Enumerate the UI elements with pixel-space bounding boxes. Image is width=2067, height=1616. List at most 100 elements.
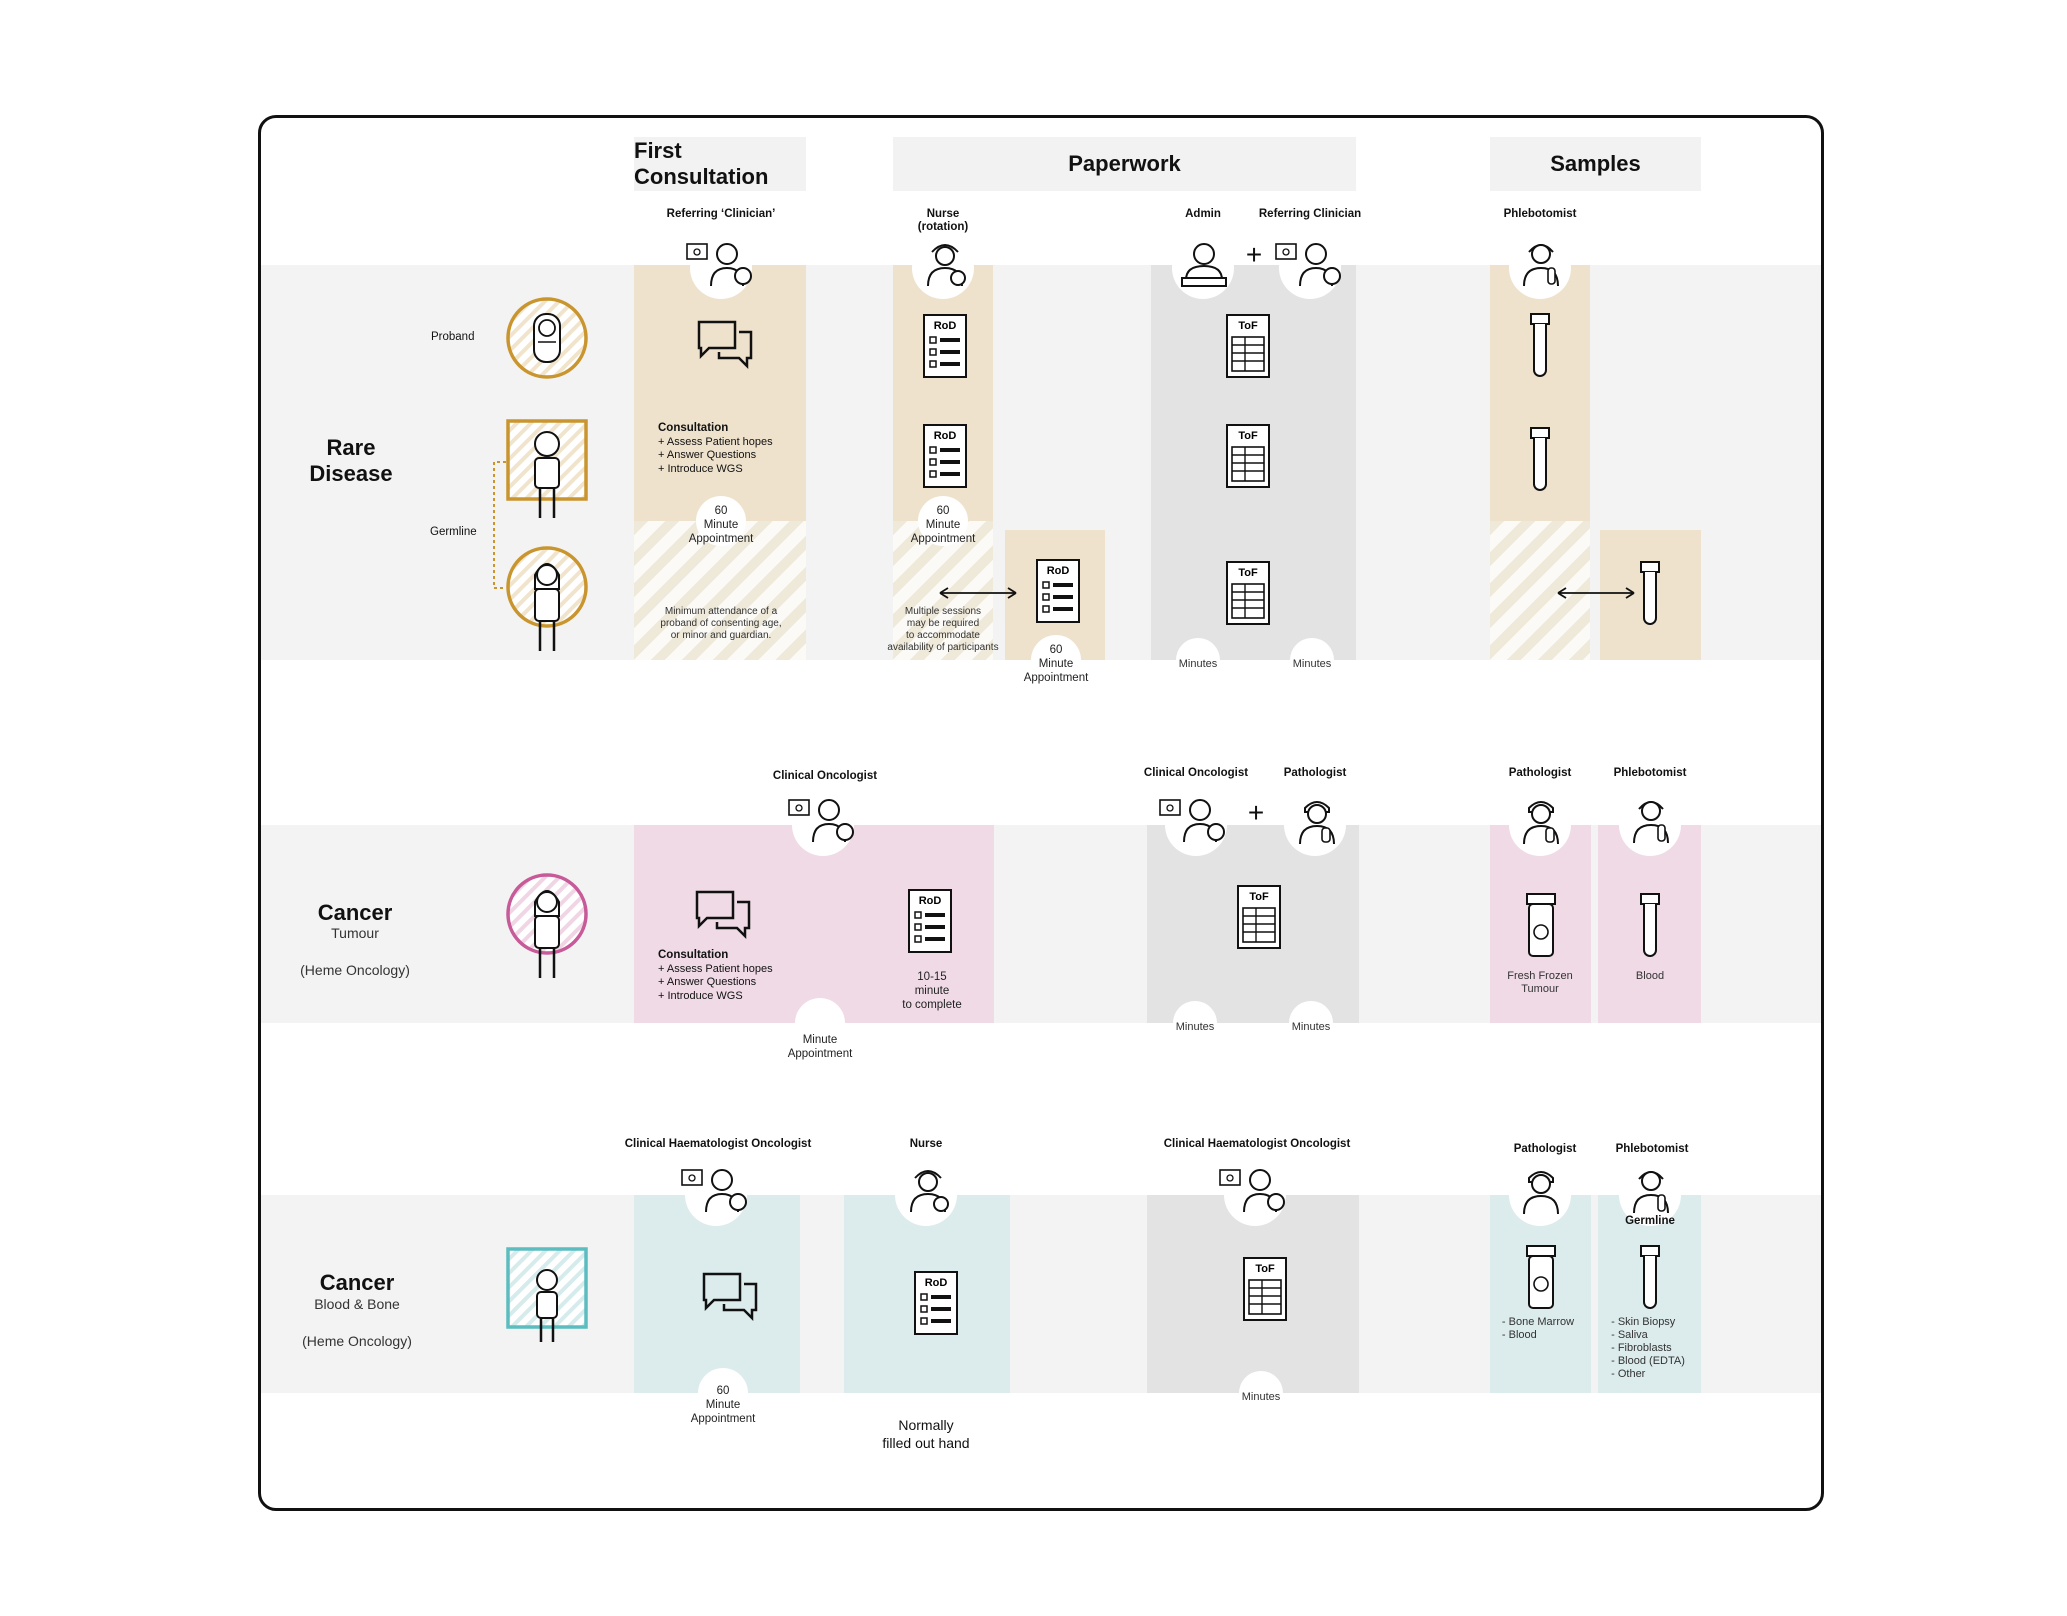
rod-label: RoD [919, 895, 942, 907]
ct-consultation-text: Consultation + Assess Patient hopes + An… [658, 949, 773, 1003]
person-clinician-icon [788, 799, 854, 843]
ct-role-pathologist-2: Pathologist [1508, 767, 1572, 779]
ct-consultation-item: + Assess Patient hopes [658, 962, 773, 975]
chat-bubble-icon [697, 320, 753, 370]
person-clinician-icon [1159, 799, 1225, 843]
rd-consultation-item: + Assess Patient hopes [658, 435, 773, 448]
phlebotomist-icon [1523, 244, 1559, 287]
person-clinician-icon [681, 1169, 747, 1213]
cb-germline-label: Germline [1625, 1215, 1675, 1227]
cb-minutes-marker [1239, 1371, 1283, 1415]
ct-appt-marker [795, 998, 845, 1048]
cb-sample-marrow: - Bone Marrow - Blood [1501, 1316, 1575, 1341]
ct-row-subtitle: Tumour [331, 925, 379, 941]
rd-minutes-b-marker [1290, 638, 1334, 682]
ct-consultation-item: + Introduce WGS [658, 989, 743, 1002]
rd-consultation-item: + Answer Questions [658, 449, 757, 461]
marrow-container-icon [1526, 1245, 1556, 1309]
rd-role-nurse: Nurse (rotation) [917, 208, 969, 233]
form-rod-icon: RoD [914, 1271, 958, 1335]
form-tof-icon: ToF [1226, 561, 1270, 625]
rd-attendance-note: Minimum attendance of a proband of conse… [660, 606, 782, 641]
woman-icon [506, 546, 588, 651]
form-tof-icon: ToF [1243, 1257, 1287, 1321]
diagram-frame [258, 115, 1824, 1511]
rod-label: RoD [934, 320, 957, 332]
ct-role-clinical-oncologist-2: Clinical Oncologist [1143, 767, 1249, 779]
ct-minutes-b: Minutes [1291, 1021, 1331, 1033]
phlebotomist-icon [1633, 1171, 1669, 1214]
cb-role-haem-oncologist-2: Clinical Haematologist Oncologist [1163, 1138, 1351, 1150]
child-icon [506, 1247, 588, 1342]
cb-appt: 60 Minute Appointment [690, 1385, 756, 1425]
rd-proband-label: Proband [431, 331, 475, 343]
form-rod-icon: RoD [1036, 559, 1080, 623]
rd-minutes-a-marker [1176, 638, 1220, 682]
ct-sample-tumour: Fresh Frozen Tumour [1507, 970, 1573, 995]
chat-bubble-icon [695, 890, 751, 940]
person-clinician-icon [1219, 1169, 1285, 1213]
rd-appt2: 60 Minute Appointment [910, 505, 976, 545]
cb-role-nurse: Nurse [909, 1138, 943, 1150]
baby-icon [506, 297, 588, 379]
rd-plus: + [1245, 239, 1263, 270]
cb-row-subtitle: Blood & Bone [314, 1296, 400, 1312]
rd-appt1-marker [696, 496, 746, 546]
nurse-icon [927, 244, 966, 287]
form-rod-icon: RoD [923, 314, 967, 378]
ct-role-phlebotomist: Phlebotomist [1613, 767, 1687, 779]
form-rod-icon: RoD [908, 889, 952, 953]
pathologist-icon [1299, 801, 1335, 845]
rd-consult-col [634, 265, 806, 521]
cb-row-title: Cancer [319, 1270, 395, 1295]
form-tof-icon: ToF [1226, 314, 1270, 378]
child-icon [506, 419, 588, 518]
ct-role-pathologist: Pathologist [1283, 767, 1347, 779]
double-arrow-icon [939, 587, 1017, 599]
sample-tube-icon [1640, 561, 1660, 625]
header-samples: Samples [1490, 137, 1701, 191]
ct-rod-time: 10-15 minute to complete [902, 971, 962, 1011]
tof-label: ToF [1249, 891, 1269, 903]
rod-label: RoD [1047, 565, 1070, 577]
tof-label: ToF [1238, 567, 1258, 579]
form-tof-icon: ToF [1237, 885, 1281, 949]
header-paperwork: Paperwork [893, 137, 1356, 191]
nurse-icon [910, 1170, 949, 1213]
germline-connector [493, 461, 506, 589]
form-rod-icon: RoD [923, 424, 967, 488]
cb-role-haem-oncologist: Clinical Haematologist Oncologist [624, 1138, 812, 1150]
cb-sample-germline: - Skin Biopsy - Saliva - Fibroblasts - B… [1611, 1316, 1685, 1380]
cb-appt-marker [698, 1368, 748, 1418]
rd-appt3: 60 Minute Appointment [1023, 644, 1089, 684]
chat-bubble-icon [702, 1272, 758, 1322]
rd-appt2-marker [918, 496, 968, 546]
ct-row-title: Cancer [317, 900, 393, 925]
cb-hand-note: Normally filled out hand [882, 1417, 970, 1451]
cb-role-phlebotomist: Phlebotomist [1615, 1143, 1689, 1155]
ct-consultation-heading: Consultation [658, 949, 729, 961]
cb-minutes: Minutes [1241, 1391, 1281, 1403]
header-first-consultation: First Consultation [634, 137, 806, 191]
pathologist-icon [1523, 801, 1559, 845]
ct-plus: + [1247, 797, 1265, 828]
woman-icon [506, 873, 588, 978]
rd-germline-label: Germline [430, 526, 477, 538]
form-tof-icon: ToF [1226, 424, 1270, 488]
cb-row-note: (Heme Oncology) [302, 1333, 412, 1349]
sample-tube-icon [1640, 893, 1660, 957]
rd-sessions-note: Multiple sessions may be required to acc… [887, 606, 999, 653]
rd-minutes-a: Minutes [1178, 658, 1218, 670]
ct-minutes-a: Minutes [1175, 1021, 1215, 1033]
person-clinician-icon [686, 243, 752, 287]
tumour-container-icon [1526, 893, 1556, 957]
ct-row-note: (Heme Oncology) [300, 962, 410, 978]
rd-consultation-heading: Consultation [658, 422, 729, 434]
person-clinician-icon [1275, 243, 1341, 287]
ct-appt: Minute Appointment [787, 1034, 853, 1060]
ct-role-clinical-oncologist: Clinical Oncologist [772, 770, 878, 782]
rod-label: RoD [925, 1277, 948, 1289]
rd-appt3-marker [1031, 635, 1081, 685]
tof-label: ToF [1238, 430, 1258, 442]
rd-row-title: Rare Disease [309, 435, 393, 486]
